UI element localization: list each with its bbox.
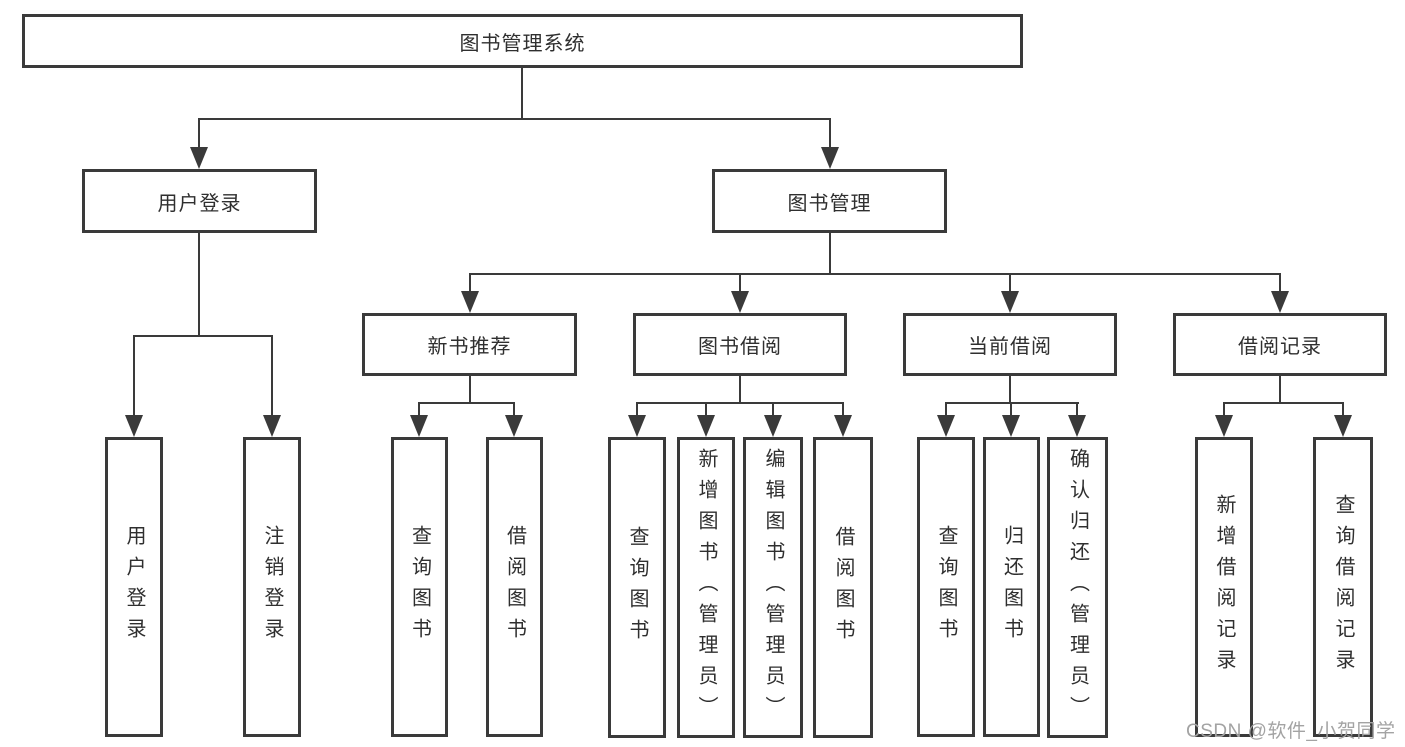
arrowhead [1002,415,1020,437]
leaf-query-borrow-record-label: 查询借阅记录 [1332,494,1354,680]
connector [829,118,831,150]
node-root: 图书管理系统 [22,14,1023,68]
leaf-add-borrow-record: 新增借阅记录 [1195,437,1253,737]
connector [469,376,471,403]
leaf-edit-book-admin: 编辑图书（管理员） [743,437,803,738]
arrowhead [410,415,428,437]
arrowhead [1334,415,1352,437]
arrowhead [1271,291,1289,313]
connector [1279,273,1281,293]
arrowhead [125,415,143,437]
connector [198,118,200,150]
connector [521,68,523,119]
leaf-logout: 注销登录 [243,437,301,737]
node-borrow-record-label: 借阅记录 [1238,336,1322,358]
leaf-query-books-borrow-label: 查询图书 [626,525,648,650]
arrowhead [628,415,646,437]
node-new-book-recommend-label: 新书推荐 [427,336,512,358]
connector [1076,402,1078,418]
arrowhead [1068,415,1086,437]
leaf-edit-book-admin-label: 编辑图书（管理员） [762,448,784,727]
connector [705,402,707,418]
node-new-book-recommend: 新书推荐 [362,313,577,376]
leaf-query-books-recommend-label: 查询图书 [408,525,431,649]
connector [1342,402,1344,418]
leaf-confirm-return-admin: 确认归还（管理员） [1047,437,1108,738]
connector [842,402,844,418]
leaf-user-login-label: 用户登录 [123,525,145,649]
arrowhead [263,415,281,437]
leaf-user-login: 用户登录 [105,437,163,737]
leaf-query-books-borrow: 查询图书 [608,437,666,738]
connector [1223,402,1225,418]
connector [418,402,420,418]
node-book-management-label: 图书管理 [787,192,872,215]
arrowhead [190,147,208,169]
connector [418,402,515,404]
leaf-logout-label: 注销登录 [261,525,283,649]
leaf-borrow-books: 借阅图书 [813,437,873,738]
arrowhead [834,415,852,437]
leaf-add-book-admin-label: 新增图书（管理员） [695,448,717,727]
leaf-query-books-current-label: 查询图书 [935,525,957,649]
connector [1279,376,1281,403]
node-current-borrow-label: 当前借阅 [968,336,1052,358]
connector [198,118,831,120]
arrowhead [505,415,523,437]
arrowhead [461,291,479,313]
node-book-borrow-label: 图书借阅 [698,336,782,358]
leaf-borrow-books-recommend-label: 借阅图书 [503,525,526,649]
arrowhead [821,147,839,169]
connector [133,335,273,337]
node-book-borrow: 图书借阅 [633,313,847,376]
leaf-return-book: 归还图书 [983,437,1040,737]
node-borrow-record: 借阅记录 [1173,313,1387,376]
arrowhead [697,415,715,437]
leaf-return-book-label: 归还图书 [1000,525,1023,649]
leaf-query-books-current: 查询图书 [917,437,975,737]
arrowhead [1215,415,1233,437]
connector [1009,273,1011,293]
connector [133,335,135,417]
leaf-query-books-recommend: 查询图书 [391,437,448,737]
connector [1223,402,1344,404]
node-root-label: 图书管理系统 [459,32,586,55]
connector [1009,376,1011,403]
arrowhead [731,291,749,313]
connector [198,233,200,336]
leaf-add-book-admin: 新增图书（管理员） [677,437,735,738]
connector [829,233,831,274]
arrowhead [764,415,782,437]
leaf-add-borrow-record-label: 新增借阅记录 [1213,494,1235,680]
connector [271,335,273,417]
connector [636,402,844,404]
connector [1010,402,1012,418]
connector [945,402,947,418]
node-book-management: 图书管理 [712,169,947,233]
connector [772,402,774,418]
leaf-borrow-books-label: 借阅图书 [832,525,854,650]
leaf-query-borrow-record: 查询借阅记录 [1313,437,1373,737]
connector [739,376,741,403]
connector [636,402,638,418]
csdn-watermark: CSDN @软件_小贺同学 [1186,721,1396,742]
arrowhead [937,415,955,437]
leaf-borrow-books-recommend: 借阅图书 [486,437,543,737]
connector [469,273,471,293]
arrowhead [1001,291,1019,313]
connector [739,273,741,293]
node-current-borrow: 当前借阅 [903,313,1117,376]
node-user-login-label: 用户登录 [157,192,242,215]
connector [513,402,515,418]
leaf-confirm-return-admin-label: 确认归还（管理员） [1066,448,1089,727]
connector [945,402,1079,404]
connector [469,273,1281,275]
node-user-login: 用户登录 [82,169,317,233]
